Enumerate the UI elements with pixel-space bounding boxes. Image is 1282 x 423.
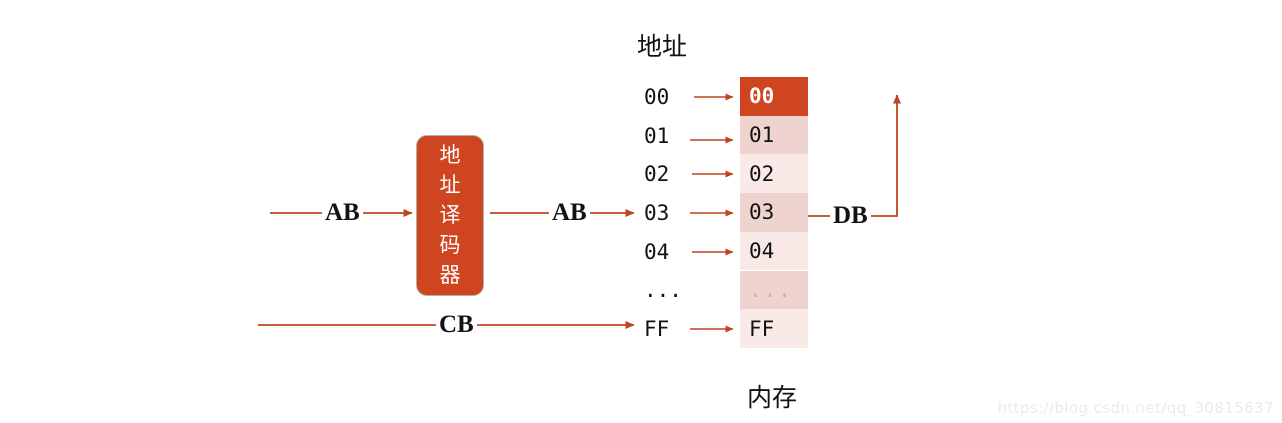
arrow-db: [808, 94, 901, 217]
decoder-char-2: 址: [439, 173, 461, 197]
decoder-char-3: 译: [439, 203, 461, 227]
bus-label-ab-out: AB: [549, 200, 590, 226]
bus-label-ab-in: AB: [322, 200, 363, 226]
memory-cell-02[interactable]: 02: [740, 154, 808, 194]
address-label-ff: FF: [644, 317, 670, 341]
address-label-ellipsis: ...: [644, 278, 682, 302]
memory-stack: 00 01 02 03 04 ... FF: [740, 77, 808, 348]
memory-cell-ff[interactable]: FF: [740, 309, 808, 348]
watermark: https://blog.csdn.net/qq_30815637: [997, 399, 1274, 417]
memory-cell-ellipsis: ...: [740, 270, 808, 310]
decoder-char-5: 器: [439, 263, 461, 287]
memory-cell-03[interactable]: 03: [740, 193, 808, 232]
decoder-char-1: 地: [439, 143, 461, 167]
address-decoder-block[interactable]: 地 址 译 码 器: [416, 135, 484, 296]
address-column-heading: 地址: [637, 32, 688, 61]
bus-label-db: DB: [830, 203, 871, 229]
address-label-04: 04: [644, 240, 670, 264]
memory-cell-00[interactable]: 00: [740, 77, 808, 116]
address-label-02: 02: [644, 162, 670, 186]
memory-cell-01[interactable]: 01: [740, 115, 808, 155]
decoder-char-4: 码: [439, 233, 461, 257]
bus-label-cb: CB: [436, 312, 477, 338]
memory-cell-04[interactable]: 04: [740, 231, 808, 271]
address-label-00: 00: [644, 85, 670, 109]
memory-heading: 内存: [747, 383, 798, 412]
address-label-03: 03: [644, 201, 670, 225]
address-label-01: 01: [644, 124, 670, 148]
